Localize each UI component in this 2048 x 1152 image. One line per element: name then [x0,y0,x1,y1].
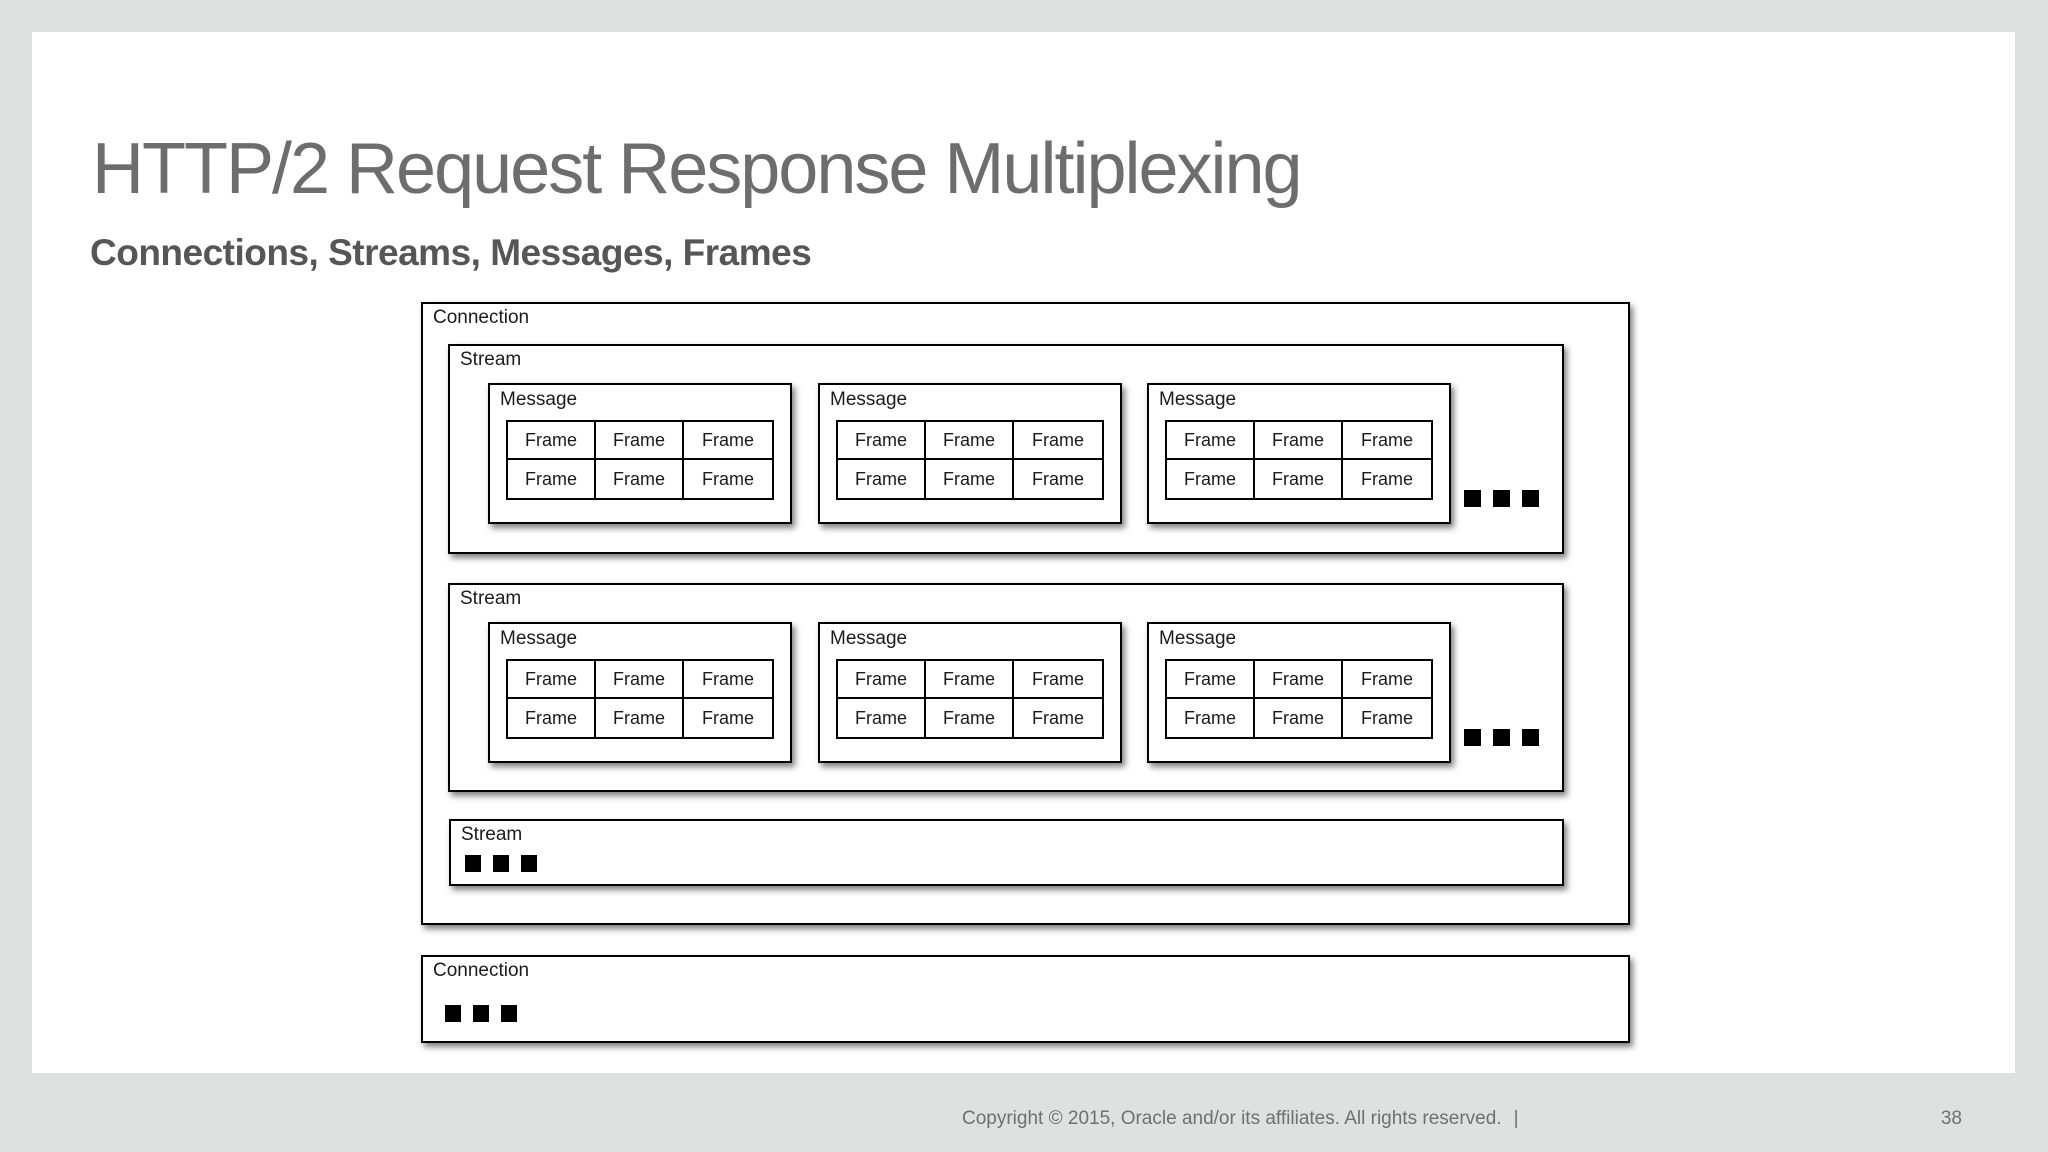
frame-cell: Frame [1167,699,1255,737]
frame-cell: Frame [1343,661,1431,699]
footer-copyright: Copyright © 2015, Oracle and/or its affi… [962,1108,1502,1129]
footer-separator: | [1513,1108,1519,1129]
message-box: Message Frame Frame Frame Frame Frame Fr… [818,622,1122,763]
message-box: Message Frame Frame Frame Frame Frame Fr… [1147,383,1451,524]
message-box: Message Frame Frame Frame Frame Frame Fr… [818,383,1122,524]
frame-cell: Frame [1255,699,1343,737]
stream-box-1: Stream Message Frame Frame Frame Frame F… [448,344,1564,554]
frame-cell: Frame [701,468,754,489]
frame-cell: Frame [596,661,684,699]
frame-cell: Frame [838,661,926,699]
frame-cell: Frame [1167,422,1255,460]
stream-label: Stream [460,349,522,370]
frame-cell: Frame [1031,468,1084,489]
more-messages-ellipsis-icon [1464,490,1539,507]
frame-cell: Frame [926,460,1014,498]
frame-cell: Frame [701,707,754,728]
ellipsis-square [493,855,509,872]
frame-cell: Frame [838,699,926,737]
frame-grid: Frame Frame Frame Frame Frame Frame [836,659,1104,739]
frame-grid: Frame Frame Frame Frame Frame Frame [1165,659,1433,739]
slide-subtitle: Connections, Streams, Messages, Frames [90,232,812,273]
frame-cell: Frame [508,661,596,699]
frame-cell: Frame [1167,661,1255,699]
frame-cell: Frame [684,661,772,699]
frame-cell: Frame [508,699,596,737]
frame-cell: Frame [1014,661,1102,699]
stream-label: Stream [460,588,522,609]
frame-cell: Frame [838,422,926,460]
more-connections-ellipsis-icon [445,1005,517,1022]
frame-cell: Frame [1255,460,1343,498]
ellipsis-square [1493,729,1510,746]
more-streams-ellipsis-icon [465,855,537,872]
slide-canvas: HTTP/2 Request Response Multiplexing Con… [32,32,2015,1073]
page-number: 38 [1940,1108,1962,1129]
message-label: Message [500,628,578,649]
message-box: Message Frame Frame Frame Frame Frame Fr… [488,383,792,524]
more-messages-ellipsis-icon [1464,729,1539,746]
connection-label: Connection [433,307,530,328]
ellipsis-square [1493,490,1510,507]
frame-grid: Frame Frame Frame Frame Frame Frame [1165,420,1433,500]
frame-cell: Frame [596,422,684,460]
frame-cell: Frame [596,699,684,737]
frame-cell: Frame [926,661,1014,699]
frame-grid: Frame Frame Frame Frame Frame Frame [836,420,1104,500]
message-label: Message [1159,389,1237,410]
stream-label: Stream [461,824,523,845]
frame-cell: Frame [1014,422,1102,460]
frame-cell: Frame [1031,707,1084,728]
ellipsis-square [1464,490,1481,507]
ellipsis-square [445,1005,461,1022]
frame-grid: Frame Frame Frame Frame Frame Frame [506,420,774,500]
frame-cell: Frame [508,460,596,498]
connection-box-1: Connection Stream Message Frame Frame Fr… [421,302,1630,925]
stream-box-2: Stream Message Frame Frame Frame Frame F… [448,583,1564,792]
frame-cell: Frame [508,422,596,460]
frame-cell: Frame [1343,422,1431,460]
frame-cell: Frame [1360,707,1413,728]
ellipsis-square [521,855,537,872]
frame-cell: Frame [1360,468,1413,489]
stream-box-3: Stream [449,819,1564,886]
ellipsis-square [1522,490,1539,507]
frame-cell: Frame [838,460,926,498]
frame-grid: Frame Frame Frame Frame Frame Frame [506,659,774,739]
connection-box-2: Connection [421,955,1630,1043]
slide-footer: Copyright © 2015, Oracle and/or its affi… [962,1108,1519,1130]
message-box: Message Frame Frame Frame Frame Frame Fr… [1147,622,1451,763]
message-label: Message [830,389,908,410]
frame-cell: Frame [1255,422,1343,460]
slide-title: HTTP/2 Request Response Multiplexing [92,129,1303,209]
ellipsis-square [465,855,481,872]
message-box: Message Frame Frame Frame Frame Frame Fr… [488,622,792,763]
frame-cell: Frame [1167,460,1255,498]
message-label: Message [1159,628,1237,649]
frame-cell: Frame [926,699,1014,737]
ellipsis-square [1464,729,1481,746]
message-label: Message [830,628,908,649]
ellipsis-square [473,1005,489,1022]
ellipsis-square [1522,729,1539,746]
connection-label: Connection [433,960,530,981]
frame-cell: Frame [596,460,684,498]
message-label: Message [500,389,578,410]
frame-cell: Frame [684,422,772,460]
frame-cell: Frame [926,422,1014,460]
frame-cell: Frame [1255,661,1343,699]
ellipsis-square [501,1005,517,1022]
